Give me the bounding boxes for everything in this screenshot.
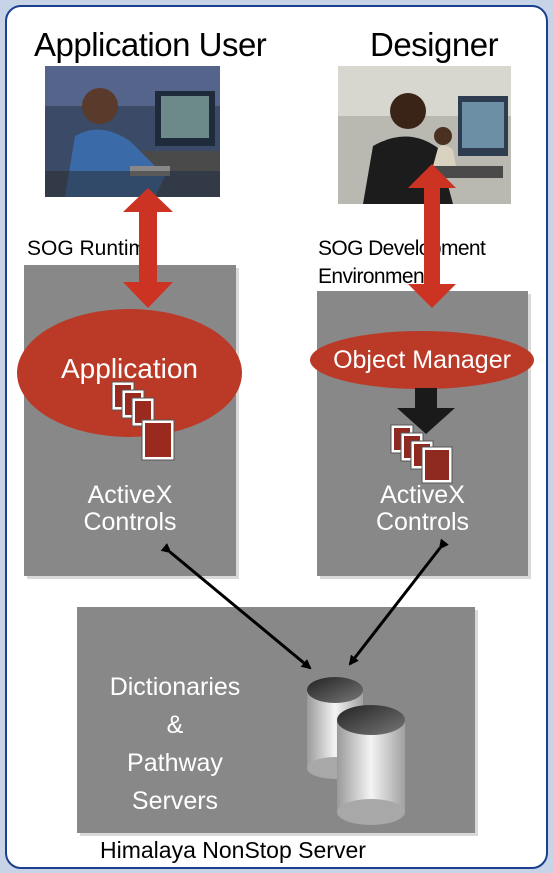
object-manager-label: Object Manager (333, 346, 511, 374)
object-manager-down-arrow (397, 388, 455, 434)
designer-heading: Designer (370, 26, 499, 63)
server-services-text: Dictionaries & Pathway Servers (90, 668, 260, 820)
runtime-server-connector (160, 543, 312, 670)
server-line-ampersand: & (166, 711, 184, 739)
runtime-activex-line1: ActiveX (87, 481, 173, 509)
application-label: Application (61, 353, 198, 384)
server-line-servers: Servers (131, 787, 219, 815)
runtime-controls-stack-icon (111, 381, 175, 461)
object-manager-ellipse: Object Manager (310, 331, 534, 389)
development-activex-controls: ActiveX Controls (317, 482, 528, 536)
application-user-photo (45, 66, 220, 197)
application-user-heading: Application User (34, 26, 267, 63)
runtime-activex-controls: ActiveX Controls (24, 482, 236, 536)
development-controls-stack-icon (390, 424, 453, 484)
runtime-double-arrow (123, 188, 173, 308)
sog-runtime-label: SOG Runtime (27, 237, 158, 260)
development-server-connector (348, 538, 449, 666)
development-activex-line2: Controls (375, 508, 470, 536)
sog-development-label-line2: Environment (318, 265, 430, 288)
development-activex-line1: ActiveX (380, 481, 465, 509)
designer-photo (338, 66, 511, 204)
sog-development-label-line1: SOG Development (318, 237, 486, 260)
development-double-arrow (408, 164, 456, 308)
database-icon-front (337, 705, 405, 825)
server-line-pathway: Pathway (127, 749, 223, 777)
server-caption: Himalaya NonStop Server (100, 837, 366, 863)
server-line-dictionaries: Dictionaries (109, 673, 241, 701)
runtime-activex-line2: Controls (83, 508, 177, 536)
